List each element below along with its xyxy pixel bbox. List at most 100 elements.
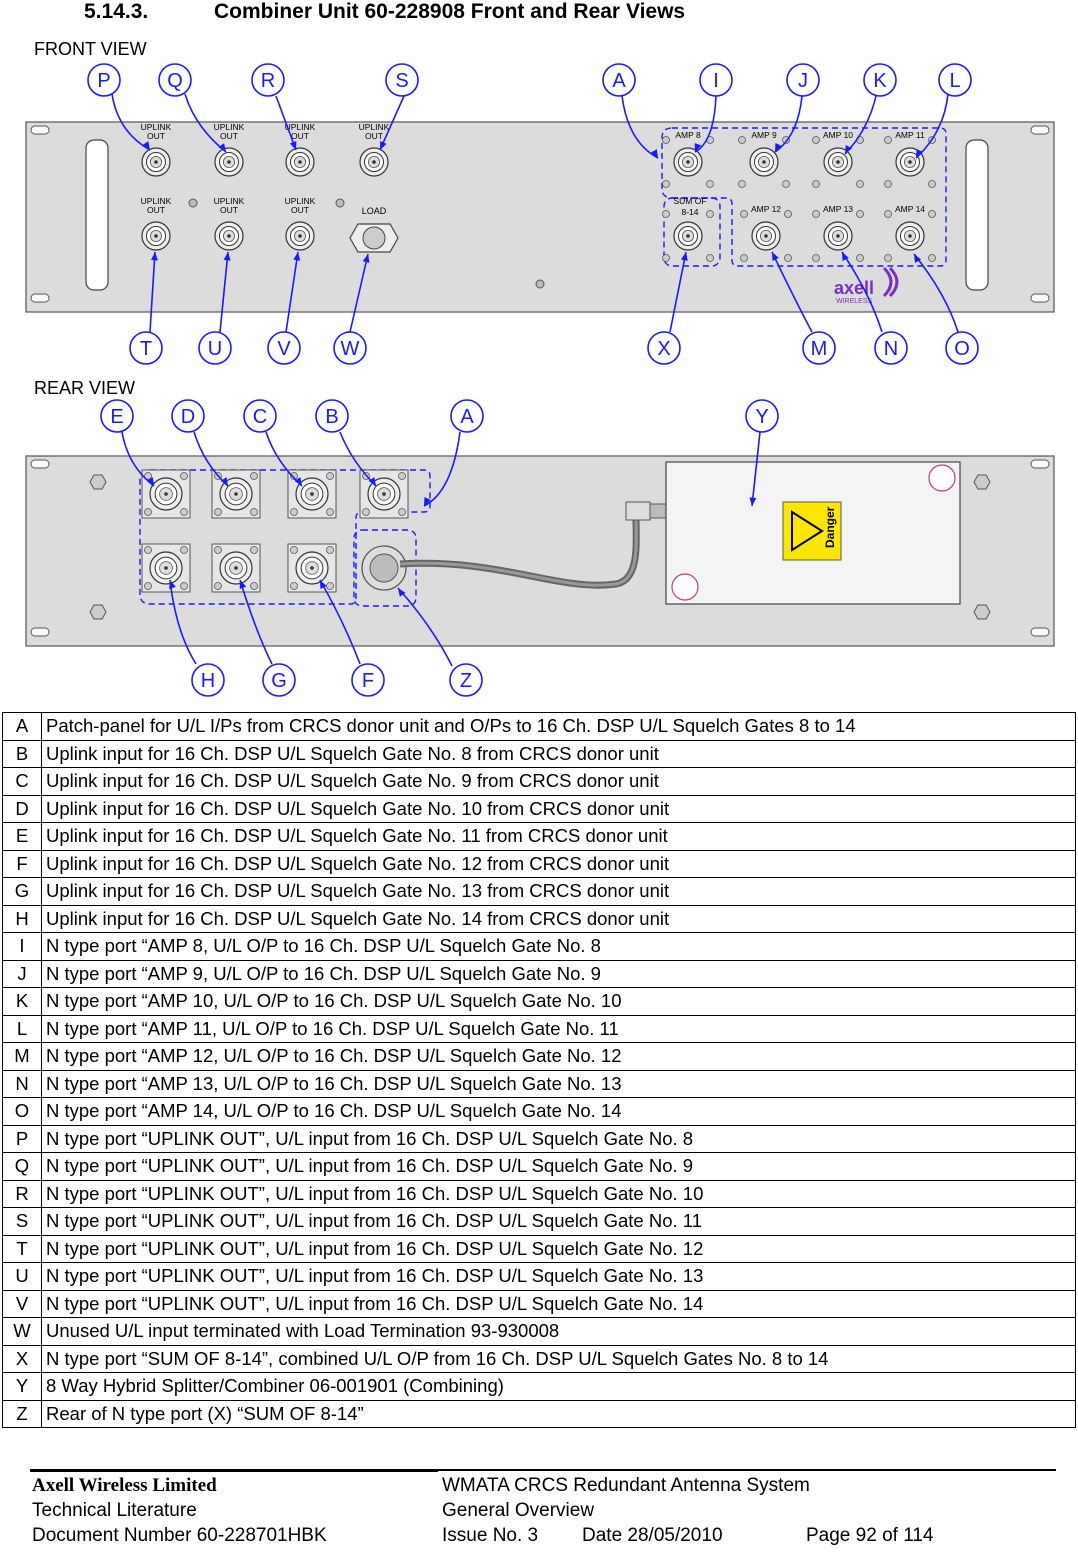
amp-port-label: AMP 14 (895, 204, 925, 214)
amp-connector-screw (662, 180, 670, 188)
rack-slot (1030, 627, 1050, 637)
amp-connector-pin (762, 160, 766, 164)
callout-letter-X: X (657, 338, 670, 360)
callout-letter-J: J (798, 70, 808, 92)
sum-port-label: 8-14 (681, 207, 698, 217)
rear-connector-screw (214, 582, 222, 590)
rear-mount-screw (973, 474, 991, 490)
footer-divider (30, 1469, 1056, 1471)
callout-letter-F: F (362, 670, 374, 692)
rack-slot (1030, 293, 1050, 303)
callout-leader (841, 251, 883, 333)
callout-bubble (315, 399, 349, 433)
amp-connector-screw (812, 180, 820, 188)
legend-description: N type port “UPLINK OUT”, U/L input from… (41, 1289, 1076, 1318)
legend-description: Uplink input for 16 Ch. DSP U/L Squelch … (41, 904, 1076, 933)
callout-arrowhead (142, 141, 150, 150)
legend-description: N type port “AMP 11, U/L O/P to 16 Ch. D… (41, 1014, 1076, 1043)
sum-connector-screw (706, 210, 714, 218)
callout-bubble (351, 663, 385, 697)
callout-arrowhead (362, 254, 370, 263)
rear-mount-screw (973, 604, 991, 620)
amp-connector-screw (740, 254, 748, 262)
amp-connector-screw (812, 210, 820, 218)
legend-description: N type port “UPLINK OUT”, U/L input from… (41, 1152, 1076, 1181)
rear-connector-pin (382, 492, 386, 496)
callout-arrowhead (150, 252, 158, 261)
rack-slot (30, 627, 50, 637)
legend-description: N type port “UPLINK OUT”, U/L input from… (41, 1207, 1076, 1236)
footer-date: Date 28/05/2010 (582, 1525, 723, 1546)
callout-letter-B: B (325, 406, 338, 428)
legend-key: Z (2, 1399, 42, 1428)
legend-key: E (2, 822, 42, 851)
amp-connector-screw (740, 210, 748, 218)
footer-divider-bold (30, 1469, 438, 1472)
rear-connector-screw (326, 472, 334, 480)
amp-connector-screw (856, 180, 864, 188)
section-heading: 5.14.3.Combiner Unit 60-228908 Front and… (84, 0, 685, 24)
callout-arrowhead (223, 252, 231, 261)
legend-description: N type port “UPLINK OUT”, U/L input from… (41, 1124, 1076, 1153)
uplink-out-label: UPLINK (214, 196, 245, 206)
combiner-brand-seal (928, 464, 956, 492)
callout-leader (913, 253, 959, 333)
amp-port-group (661, 127, 947, 267)
legend-description: N type port “AMP 8, U/L O/P to 16 Ch. DS… (41, 932, 1076, 961)
uplink-out-connector-pin (298, 234, 302, 238)
uplink-out-label: OUT (291, 131, 309, 141)
rear-connector-screw (362, 508, 370, 516)
callout-arrowhead (680, 252, 688, 261)
amp-port-label: AMP 8 (675, 130, 701, 140)
rear-connector-screw (180, 508, 188, 516)
callout-bubble (450, 399, 484, 433)
callout-letter-I: I (713, 70, 719, 92)
uplink-out-label: OUT (147, 205, 165, 215)
amp-connector-screw (706, 180, 714, 188)
legend-key: T (2, 1234, 42, 1263)
combiner-connector-body (649, 503, 667, 519)
rear-connector-pin (164, 566, 168, 570)
callout-arrowhead (146, 477, 154, 486)
callout-letter-M: M (811, 338, 828, 360)
rear-connector-screw (250, 582, 258, 590)
callout-arrowhead (368, 477, 376, 486)
rear-connector-screw (290, 582, 298, 590)
callout-leader (694, 95, 717, 153)
callout-letter-C: C (253, 406, 267, 428)
callout-bubble (449, 663, 483, 697)
legend-description: N type port “AMP 10, U/L O/P to 16 Ch. D… (41, 987, 1076, 1016)
callout-bubble (243, 399, 277, 433)
legend-description: N type port “UPLINK OUT”, U/L input from… (41, 1262, 1076, 1291)
legend-description: N type port “UPLINK OUT”, U/L input from… (41, 1234, 1076, 1263)
amp-port-label: AMP 12 (751, 204, 781, 214)
callout-arrowhead (914, 254, 922, 263)
callout-leader (379, 95, 405, 151)
rear-connector-screw (250, 546, 258, 554)
legend-description: Uplink input for 16 Ch. DSP U/L Squelch … (41, 767, 1076, 796)
callout-bubble (874, 331, 908, 365)
callout-letter-T: T (140, 338, 152, 360)
legend-key: G (2, 877, 42, 906)
callout-letter-O: O (954, 338, 970, 360)
legend-key: M (2, 1042, 42, 1071)
callout-letter-Q: Q (167, 70, 183, 92)
callout-arrowhead (398, 588, 406, 597)
callout-arrowhead (775, 143, 782, 152)
rear-connector-screw (144, 508, 152, 516)
callout-letter-V: V (277, 338, 291, 360)
rear-connector-screw (326, 546, 334, 554)
amp-connector-screw (812, 136, 820, 144)
callout-leader (319, 579, 361, 665)
callout-arrowhead (845, 145, 852, 154)
callout-leader (149, 251, 156, 333)
